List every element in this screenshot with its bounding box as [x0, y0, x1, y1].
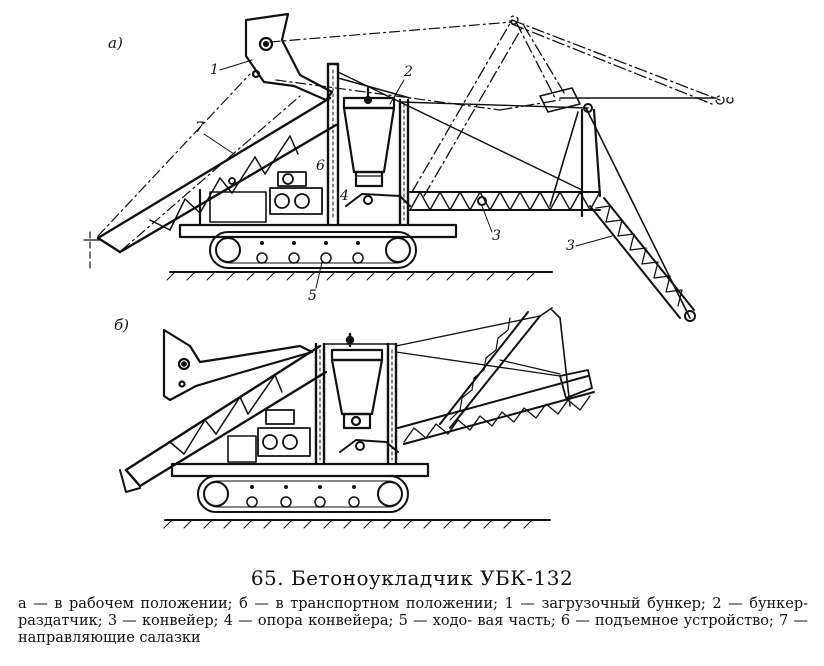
label-part-3-left: 3 [492, 228, 501, 244]
conveyor-alt-position-a [411, 15, 734, 197]
caption-line-3: вая часть; 6 — подъемное устройство; 7 —… [18, 613, 808, 646]
machine-drawing: а) 1 2 7 6 4 3 3 5 [83, 12, 734, 529]
label-part-1: 1 [210, 62, 219, 78]
view-a: а) 1 2 7 6 4 3 3 5 [83, 12, 734, 322]
caption-text: а — в рабочем положении; б — в транспорт… [18, 596, 808, 647]
caption-title: 65. Бетоноукладчик УБК-132 [250, 566, 574, 590]
caption-line-1: а — в рабочем положении; б — в транспорт… [18, 596, 641, 612]
label-part-7: 7 [195, 120, 204, 136]
label-part-2: 2 [403, 64, 413, 80]
view-b: б) [114, 307, 595, 529]
conveyor-a [337, 71, 696, 322]
distribution-hopper-b [330, 348, 384, 430]
guide-skids-b [119, 344, 328, 493]
ground-b [163, 519, 551, 529]
mast-b [314, 332, 398, 466]
label-part-6: 6 [316, 158, 325, 174]
crawler-track-b [197, 475, 409, 513]
conveyor-support-b [339, 439, 399, 453]
chassis-b [170, 462, 430, 478]
label-part-4: 4 [339, 188, 349, 204]
lifting-device-b [227, 409, 311, 463]
conveyor-b [395, 307, 595, 445]
label-part-5: 5 [308, 288, 317, 304]
chassis-a [178, 188, 458, 239]
view-b-label: б) [114, 316, 129, 334]
ground-a [166, 271, 553, 281]
guide-skids-a [83, 96, 338, 269]
label-part-3-right: 3 [566, 238, 575, 254]
caption-line-2: бункер; 2 — бункер-раздатчик; 3 — конвей… [18, 596, 809, 629]
lifting-device-a [209, 171, 323, 223]
loading-hopper-b [162, 328, 314, 402]
conveyor-support-a [345, 193, 411, 207]
view-a-label: а) [108, 34, 123, 52]
distribution-hopper-a [342, 86, 396, 188]
